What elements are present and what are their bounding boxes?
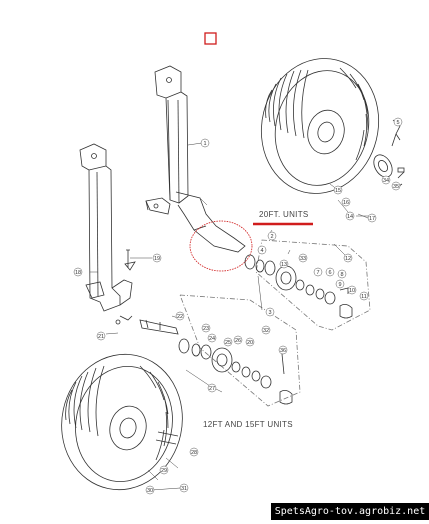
upper-hub-exploded: [244, 254, 353, 319]
callout-3: 3: [265, 307, 275, 317]
svg-text:23: 23: [203, 326, 209, 332]
leader-lines: [90, 142, 372, 491]
callout-31: 31: [179, 483, 189, 493]
svg-text:8: 8: [340, 272, 343, 278]
callout-10: 10: [347, 285, 357, 295]
callout-23: 23: [201, 323, 211, 333]
callout-30: 30: [145, 485, 155, 495]
svg-text:22: 22: [177, 314, 183, 320]
upper-wheel: [260, 58, 380, 194]
callout-22: 22: [175, 311, 185, 321]
svg-text:7: 7: [316, 270, 319, 276]
svg-text:18: 18: [75, 270, 81, 276]
callout-8: 8: [337, 269, 347, 279]
callout-33: 33: [298, 253, 308, 263]
callout-14: 14: [345, 211, 355, 221]
label-20ft: 20FT. UNITS: [259, 210, 309, 219]
svg-text:12: 12: [345, 256, 351, 262]
svg-text:25: 25: [225, 340, 231, 346]
highlight-circle: [189, 220, 253, 272]
svg-text:2: 2: [270, 234, 273, 240]
svg-text:13: 13: [281, 262, 287, 268]
callout-13: 13: [279, 259, 289, 269]
callout-15: 15: [333, 185, 343, 195]
svg-text:29: 29: [161, 468, 167, 474]
callout-25: 25: [223, 337, 233, 347]
bolt-19: [126, 249, 130, 268]
svg-text:27: 27: [209, 386, 215, 392]
callout-28: 28: [189, 447, 199, 457]
callout-18: 18: [73, 267, 83, 277]
callout-6: 6: [325, 267, 335, 277]
callout-32: 32: [261, 325, 271, 335]
svg-text:9: 9: [338, 282, 341, 288]
callout-27: 27: [207, 383, 217, 393]
svg-text:33: 33: [300, 256, 306, 262]
marker-square: [204, 32, 217, 45]
callout-20: 20: [245, 337, 255, 347]
upper-leg: [145, 65, 246, 253]
callout-4: 4: [257, 245, 267, 255]
callout-16: 16: [341, 197, 351, 207]
svg-text:5: 5: [396, 120, 399, 126]
svg-text:36: 36: [280, 348, 286, 354]
callout-35: 35: [391, 181, 401, 191]
callout-36: 36: [278, 345, 288, 355]
lower-spindle: [139, 319, 179, 335]
svg-text:30: 30: [147, 488, 153, 494]
svg-text:11: 11: [361, 294, 367, 300]
callout-26: 26: [233, 335, 243, 345]
callout-17: 17: [367, 213, 377, 223]
callout-29: 29: [159, 465, 169, 475]
svg-text:17: 17: [369, 216, 375, 222]
callout-bubbles: 1 2 3 4 5 6 7 8 9 10 11 12 13 14 15 16 1…: [73, 117, 403, 495]
svg-text:24: 24: [209, 336, 215, 342]
svg-text:35: 35: [393, 184, 399, 190]
callout-12: 12: [343, 253, 353, 263]
lower-leg: [79, 143, 133, 325]
svg-text:21: 21: [98, 334, 104, 340]
svg-text:4: 4: [260, 248, 263, 254]
callout-7: 7: [313, 267, 323, 277]
lower-wheel: [61, 353, 183, 491]
svg-text:1: 1: [203, 141, 206, 147]
hub-outline-12: [255, 239, 371, 331]
svg-text:15: 15: [335, 188, 341, 194]
svg-text:6: 6: [328, 270, 331, 276]
nut-19: [124, 261, 136, 271]
lower-hub-exploded: [178, 338, 293, 405]
callout-9: 9: [335, 279, 345, 289]
svg-text:3: 3: [268, 310, 271, 316]
callout-19: 19: [152, 253, 162, 263]
svg-text:26: 26: [235, 338, 241, 344]
callout-1: 1: [200, 138, 210, 148]
callout-11: 11: [359, 291, 369, 301]
svg-text:20: 20: [247, 340, 253, 346]
svg-text:34: 34: [383, 178, 389, 184]
callout-34: 34: [381, 175, 391, 185]
svg-text:28: 28: [191, 450, 197, 456]
svg-text:10: 10: [349, 288, 355, 294]
svg-text:31: 31: [181, 486, 187, 492]
svg-text:19: 19: [154, 256, 160, 262]
callout-5: 5: [393, 117, 403, 127]
svg-text:16: 16: [343, 200, 349, 206]
watermark: SpetsAgro-tov.agrobiz.net: [271, 503, 429, 520]
svg-text:14: 14: [347, 214, 353, 220]
svg-text:32: 32: [263, 328, 269, 334]
label-12-15ft: 12FT AND 15FT UNITS: [203, 420, 293, 429]
callout-21: 21: [96, 331, 106, 341]
callout-24: 24: [207, 333, 217, 343]
callout-2: 2: [267, 231, 277, 241]
